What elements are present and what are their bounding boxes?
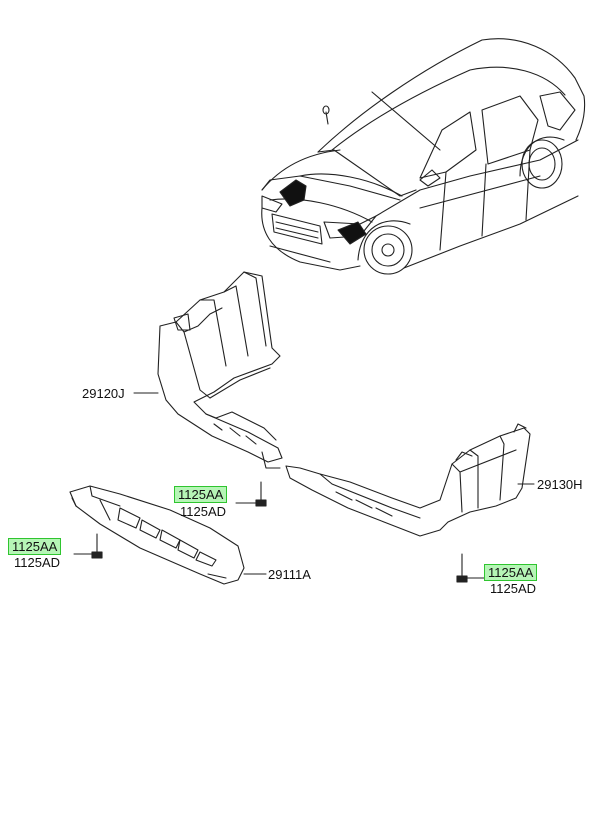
label-bolt-left-primary[interactable]: 1125AA: [8, 538, 62, 555]
label-29120J: 29120J: [82, 386, 125, 401]
label-29130H: 29130H: [537, 477, 583, 492]
car-undercover-front-mark: [279, 179, 307, 207]
label-bolt-center-alt: 1125AD: [180, 504, 227, 519]
part-29111A-drawing: [69, 485, 245, 585]
label-bolt-right-alt: 1125AD: [490, 581, 537, 596]
bolt-center: [255, 481, 267, 507]
car-illustration: [261, 38, 586, 275]
label-bolt-left-alt: 1125AD: [14, 555, 61, 570]
car-undercover-right-mark: [337, 221, 367, 245]
bolt-left: [91, 533, 103, 559]
label-bolt-right-primary[interactable]: 1125AA: [484, 564, 538, 581]
label-29111A: 29111A: [268, 567, 311, 582]
part-29120J-drawing: [157, 271, 283, 469]
part-29130H-drawing: [285, 423, 531, 537]
bolt-right: [456, 553, 468, 583]
label-bolt-center-primary[interactable]: 1125AA: [174, 486, 228, 503]
